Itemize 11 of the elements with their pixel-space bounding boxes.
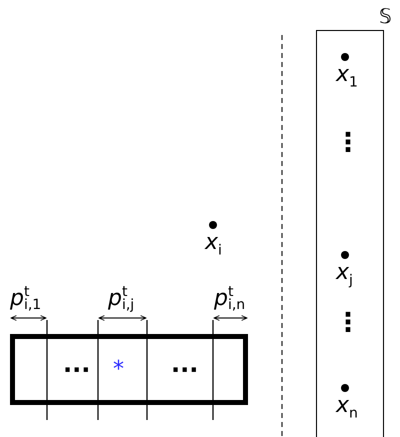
ellipsis: ··· xyxy=(63,359,90,381)
star-mark: * xyxy=(113,359,124,381)
vertical-ellipsis: ⋮ xyxy=(335,132,361,154)
ellipsis: ··· xyxy=(171,359,198,381)
cell-array xyxy=(10,334,248,405)
point-label: x$_{1}$ xyxy=(336,64,358,92)
vertical-ellipsis: ⋮ xyxy=(335,312,361,334)
set-symbol: 𝕊 xyxy=(379,5,392,27)
point-label: x$_{i}$ xyxy=(205,232,222,260)
point-label: x$_{j}$ xyxy=(336,262,353,290)
point-label: x$_{n}$ xyxy=(336,395,358,424)
